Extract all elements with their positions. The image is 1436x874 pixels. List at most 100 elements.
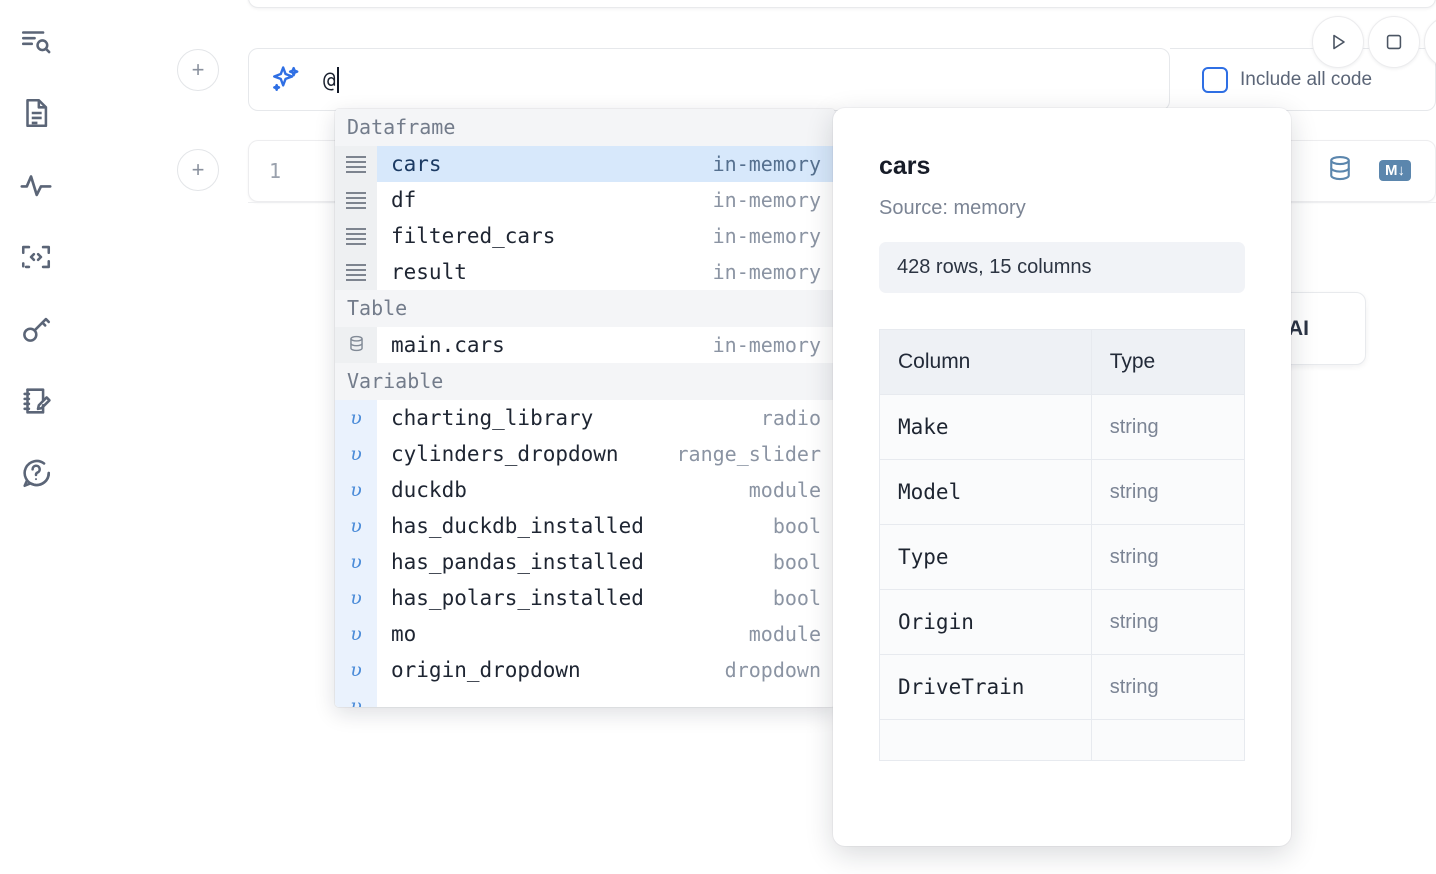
autocomplete-item[interactable]: υ cylinders_dropdown range_slider	[335, 436, 835, 472]
autocomplete-item[interactable]: filtered_cars in-memory	[335, 218, 835, 254]
ai-prompt-bar[interactable]: @	[248, 48, 1170, 111]
schema-column-header: Type	[1090, 329, 1246, 395]
autocomplete-group-header: Variable	[335, 363, 835, 400]
autocomplete-item-type: range_slider	[676, 442, 822, 466]
autocomplete-item-name: has_duckdb_installed	[391, 514, 644, 538]
autocomplete-item[interactable]: main.cars in-memory	[335, 327, 835, 363]
ai-prompt-value: @	[323, 67, 336, 92]
autocomplete-item-type: bool	[772, 586, 821, 610]
schema-column-name: Model	[879, 459, 1092, 525]
sparkle-icon	[269, 63, 303, 97]
add-cell-button-top[interactable]: +	[177, 49, 219, 91]
autocomplete-item[interactable]: υ charting_library radio	[335, 400, 835, 436]
explore-search-icon[interactable]	[13, 18, 59, 64]
autocomplete-item-name: cylinders_dropdown	[391, 442, 619, 466]
schema-column-type: string	[1090, 589, 1246, 655]
dataframe-icon	[346, 191, 366, 209]
dataframe-icon	[335, 146, 377, 182]
autocomplete-item-name: mo	[391, 622, 417, 646]
dataframe-icon	[335, 254, 377, 290]
ai-prompt-input[interactable]: @	[323, 66, 339, 93]
notebook-pencil-icon[interactable]	[13, 378, 59, 424]
schema-column-type: string	[1090, 394, 1246, 460]
schema-column-type	[1090, 719, 1246, 761]
autocomplete-item-type: dropdown	[724, 658, 821, 682]
autocomplete-item[interactable]: υ	[335, 688, 835, 707]
code-brackets-icon[interactable]	[13, 234, 59, 280]
autocomplete-item-type: in-memory	[712, 152, 821, 176]
dataframe-info-popover: cars Source: memory 428 rows, 15 columns…	[833, 108, 1291, 846]
autocomplete-item[interactable]: υ has_pandas_installed bool	[335, 544, 835, 580]
pulse-icon[interactable]	[13, 162, 59, 208]
include-all-code-checkbox[interactable]	[1202, 66, 1228, 93]
autocomplete-item-type: in-memory	[712, 333, 821, 357]
stop-button[interactable]	[1368, 16, 1420, 68]
autocomplete-item-name: result	[391, 260, 467, 284]
autocomplete-item-type: module	[748, 478, 821, 502]
question-chat-icon[interactable]	[13, 450, 59, 496]
include-all-code-container: Include all code	[1170, 48, 1436, 111]
schema-column-header: Column	[879, 329, 1092, 395]
autocomplete-item-name: cars	[391, 152, 442, 176]
table-db-icon	[347, 334, 366, 357]
key-icon[interactable]	[13, 306, 59, 352]
autocomplete-item-name: charting_library	[391, 406, 594, 430]
variable-icon: υ	[335, 400, 377, 436]
autocomplete-item-name: filtered_cars	[391, 224, 556, 248]
left-icon-rail	[0, 0, 72, 874]
autocomplete-item-type: module	[748, 622, 821, 646]
variable-icon: υ	[335, 472, 377, 508]
cell-toolbar: M↓	[1325, 153, 1411, 188]
autocomplete-item-name: main.cars	[391, 333, 505, 357]
schema-column-type: string	[1090, 654, 1246, 720]
cell-line-number: 1	[269, 159, 282, 183]
schema-column-type: string	[1090, 524, 1246, 590]
autocomplete-item-type: radio	[760, 406, 821, 430]
autocomplete-item-name: has_pandas_installed	[391, 550, 644, 574]
autocomplete-group-header: Dataframe	[335, 109, 835, 146]
autocomplete-item-type: bool	[772, 550, 821, 574]
add-cell-button-bottom[interactable]: +	[177, 149, 219, 191]
database-icon[interactable]	[1325, 153, 1355, 188]
text-caret	[336, 66, 339, 93]
autocomplete-item-name: origin_dropdown	[391, 658, 581, 682]
schema-column-name: Make	[879, 394, 1092, 460]
markdown-badge[interactable]: M↓	[1379, 160, 1411, 181]
autocomplete-group-header: Table	[335, 290, 835, 327]
dataframe-icon	[346, 263, 366, 281]
variable-icon: υ	[335, 544, 377, 580]
variable-icon: υ	[335, 688, 377, 707]
dataframe-icon	[346, 227, 366, 245]
variable-icon: υ	[335, 436, 377, 472]
schema-row	[879, 719, 1246, 761]
autocomplete-item-type: in-memory	[712, 224, 821, 248]
document-icon[interactable]	[13, 90, 59, 136]
schema-column-name: DriveTrain	[879, 654, 1092, 720]
autocomplete-item-type: in-memory	[712, 260, 821, 284]
schema-column-type: string	[1090, 459, 1246, 525]
dataframe-icon	[335, 218, 377, 254]
autocomplete-item[interactable]: result in-memory	[335, 254, 835, 290]
schema-column-name	[879, 719, 1092, 761]
dataframe-icon	[346, 155, 366, 173]
autocomplete-item[interactable]: cars in-memory	[335, 146, 835, 182]
notebook-top-card	[248, 0, 1436, 8]
autocomplete-item-name: df	[391, 188, 417, 212]
autocomplete-item-name: duckdb	[391, 478, 467, 502]
run-button[interactable]	[1312, 16, 1364, 68]
